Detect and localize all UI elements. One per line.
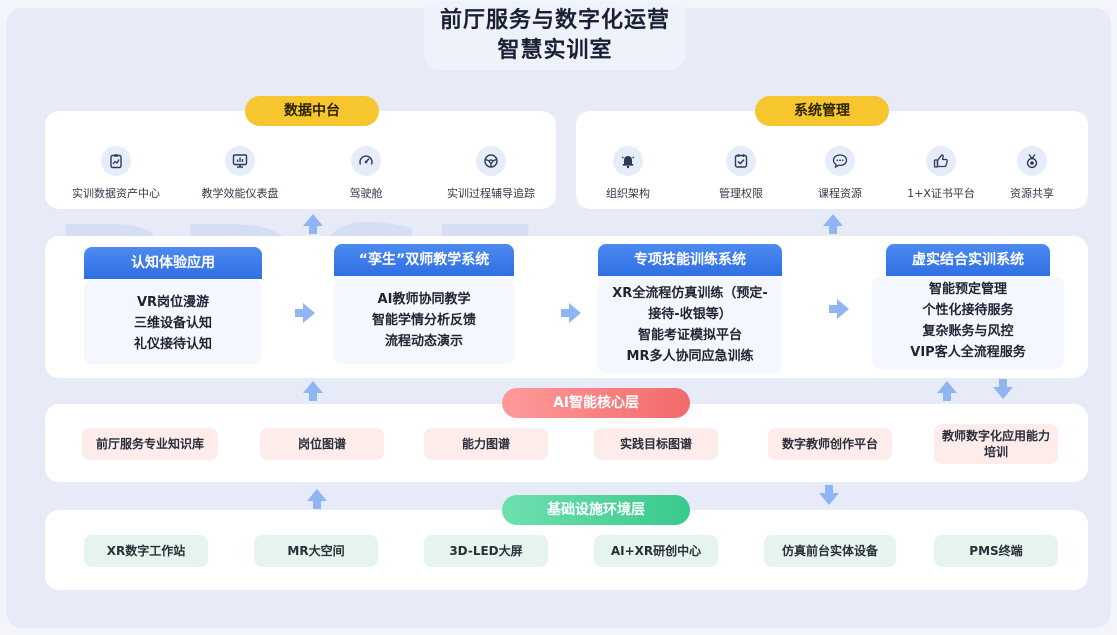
system-3-header: 专项技能训练系统 (598, 244, 782, 276)
arrow-right-icon (292, 300, 318, 326)
bell-icon (613, 146, 643, 176)
arrow-up-icon (934, 378, 960, 404)
system-3-body: XR全流程仿真训练（预定- 接待-收银等） 智能考证模拟平台 MR多人协同应急训… (598, 277, 782, 373)
system-1-line: VR岗位漫游 (136, 295, 210, 310)
system-2-line: 智能学情分析反馈 (371, 313, 476, 328)
thumbs-up-icon (926, 146, 956, 176)
system-mgmt-pill: 系统管理 (755, 96, 889, 126)
infra-pill: 基础设施环境层 (502, 495, 690, 525)
system-2-line: AI教师协同教学 (377, 292, 471, 307)
system-mgmt-item-label: 组织架构 (606, 187, 650, 200)
data-center-item-4: 实训过程辅导追踪 (426, 146, 556, 201)
data-center-pill: 数据中台 (245, 96, 379, 126)
ai-core-chip: 实践目标图谱 (594, 428, 718, 460)
title-line-2: 智慧实训室 (497, 38, 613, 63)
ai-core-chip: 能力图谱 (424, 428, 548, 460)
system-2-header: “孪生”双师教学系统 (334, 244, 514, 276)
system-4-line: 智能预定管理 (928, 282, 1007, 297)
system-3-line: MR多人协同应急训练 (626, 349, 754, 364)
system-4-line: 复杂账务与风控 (922, 324, 1014, 339)
ai-core-chip: 数字教师创作平台 (768, 428, 892, 460)
title-box: 前厅服务与数字化运营 智慧实训室 (424, 2, 686, 70)
system-4-header: 虚实结合实训系统 (886, 244, 1050, 276)
system-1-header: 认知体验应用 (84, 247, 262, 279)
monitor-chart-icon (225, 146, 255, 176)
system-3-line: 智能考证模拟平台 (637, 328, 742, 343)
title-line-1: 前厅服务与数字化运营 (439, 8, 670, 33)
infra-chip: MR大空间 (254, 535, 378, 567)
system-mgmt-item-label: 课程资源 (818, 187, 862, 200)
arrow-right-icon (558, 300, 584, 326)
data-center-item-label: 实训数据资产中心 (72, 187, 160, 200)
system-4-body: 智能预定管理 个性化接待服务 复杂账务与风控 VIP客人全流程服务 (872, 277, 1064, 369)
gauge-icon (351, 146, 381, 176)
system-mgmt-item-4: 1+X证书平台 (876, 146, 1006, 201)
infra-chip: 3D-LED大屏 (424, 535, 548, 567)
system-4-line: VIP客人全流程服务 (910, 345, 1026, 360)
arrow-down-icon (816, 482, 842, 508)
system-mgmt-item-5: 资源共享 (967, 146, 1097, 201)
ai-core-pill: AI智能核心层 (502, 388, 690, 418)
infra-chip: 仿真前台实体设备 (764, 535, 896, 567)
steering-wheel-icon (476, 146, 506, 176)
infra-chip: AI+XR研创中心 (594, 535, 718, 567)
clipboard-check-icon (726, 146, 756, 176)
system-mgmt-item-2: 管理权限 (676, 146, 806, 201)
medal-icon (1017, 146, 1047, 176)
system-mgmt-item-3: 课程资源 (775, 146, 905, 201)
system-3-line: XR全流程仿真训练（预定- (612, 286, 768, 301)
ai-core-chip: 岗位图谱 (260, 428, 384, 460)
system-2-body: AI教师协同教学 智能学情分析反馈 流程动态演示 (334, 277, 514, 364)
data-center-item-label: 实训过程辅导追踪 (447, 187, 535, 200)
system-mgmt-item-1: 组织架构 (563, 146, 693, 201)
system-mgmt-item-label: 管理权限 (719, 187, 763, 200)
system-2-line: 流程动态演示 (384, 334, 463, 349)
system-mgmt-item-label: 1+X证书平台 (907, 187, 975, 200)
clipboard-chart-icon (101, 146, 131, 176)
data-center-item-3: 驾驶舱 (301, 146, 431, 201)
arrow-up-icon (304, 486, 330, 512)
infra-chip: XR数字工作站 (84, 535, 208, 567)
data-center-item-1: 实训数据资产中心 (51, 146, 181, 201)
arrow-up-icon (300, 211, 326, 237)
system-4-line: 个性化接待服务 (922, 303, 1014, 318)
ai-core-chip: 前厅服务专业知识库 (82, 428, 218, 460)
chat-bubble-icon (825, 146, 855, 176)
system-1-line: 三维设备认知 (133, 316, 212, 331)
ai-core-chip: 教师数字化应用能力培训 (934, 424, 1058, 464)
arrow-up-icon (820, 211, 846, 237)
arrow-down-icon (990, 376, 1016, 402)
arrow-right-icon (826, 296, 852, 322)
system-3-line: 接待-收银等） (648, 307, 732, 322)
data-center-item-label: 驾驶舱 (349, 187, 383, 200)
data-center-item-2: 教学效能仪表盘 (175, 146, 305, 201)
system-1-body: VR岗位漫游 三维设备认知 礼仪接待认知 (84, 280, 262, 364)
infra-chip: PMS终端 (934, 535, 1058, 567)
system-mgmt-item-label: 资源共享 (1010, 187, 1054, 200)
data-center-item-label: 教学效能仪表盘 (201, 187, 279, 200)
arrow-up-icon (300, 378, 326, 404)
system-1-line: 礼仪接待认知 (133, 337, 212, 352)
